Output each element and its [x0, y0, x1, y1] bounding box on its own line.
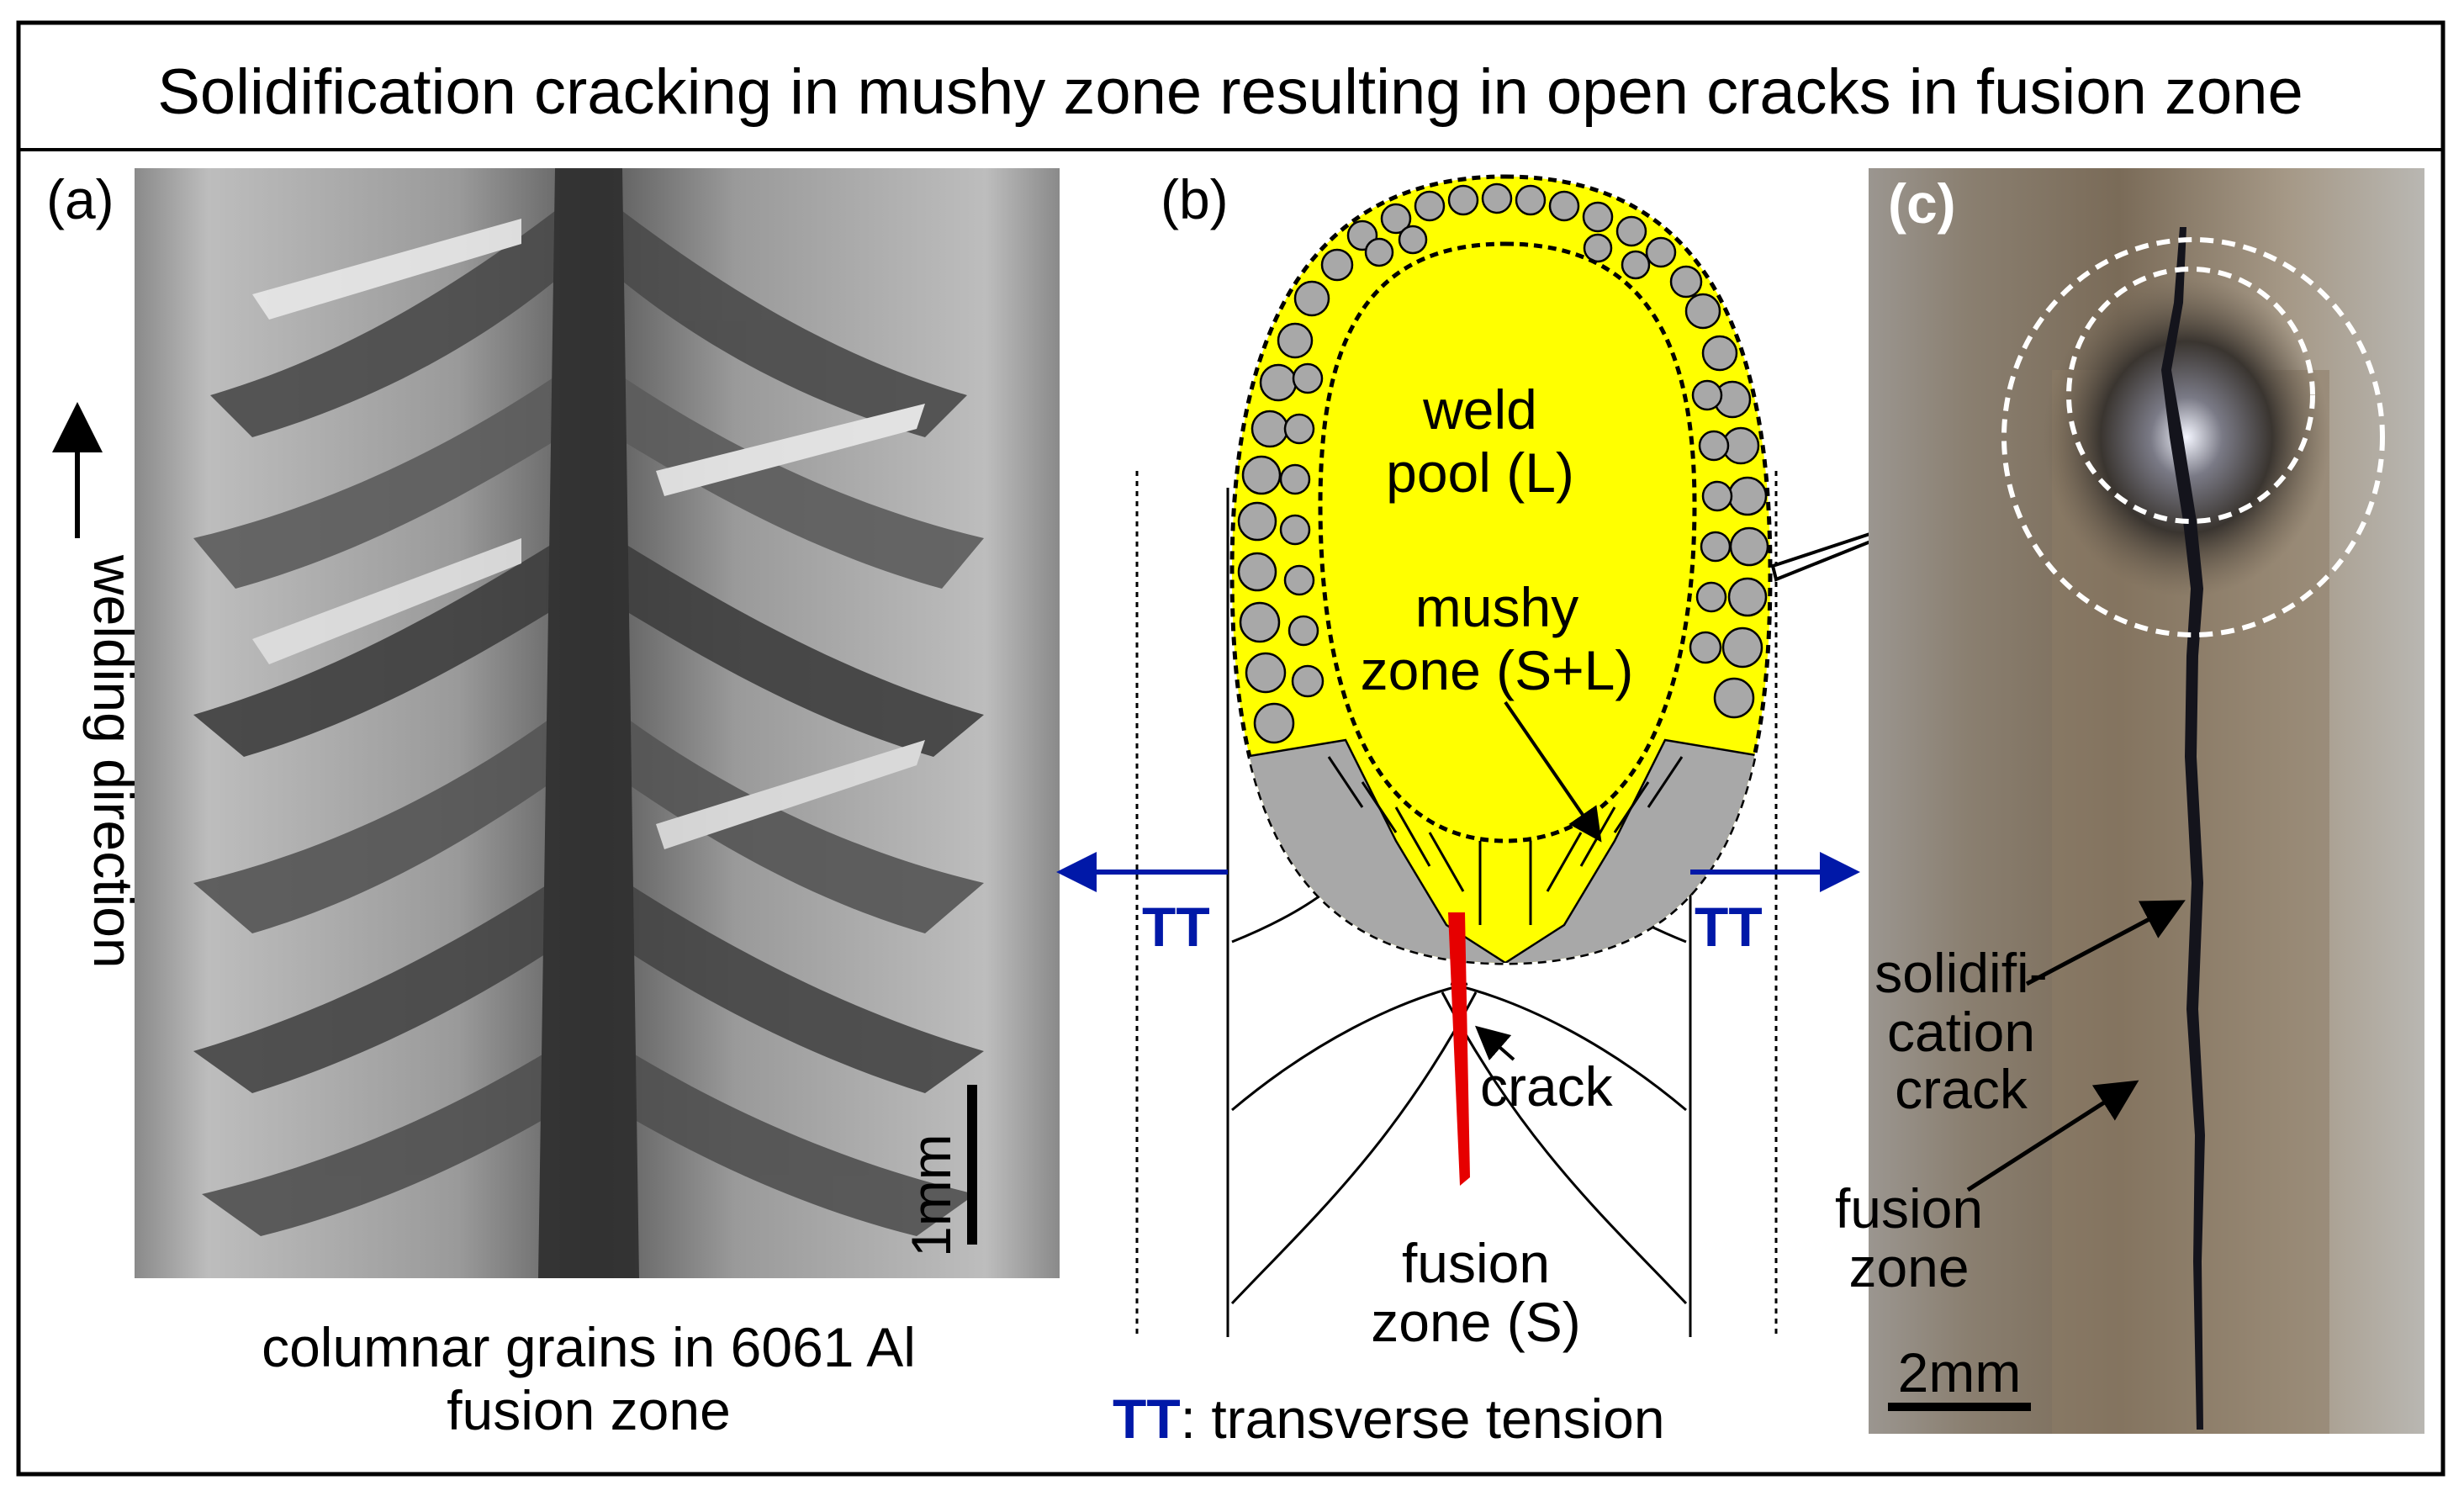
dendrite-fingers — [1327, 756, 1684, 925]
mushy-zone-grains — [1237, 182, 1769, 963]
panel-label-a: (a) — [46, 168, 114, 230]
tt-label-right: TT — [1695, 896, 1763, 958]
weld-pool — [1318, 241, 1697, 843]
zoom-ellipse-outer — [2001, 237, 2385, 637]
weld-pool-label-line1: weld — [1422, 378, 1537, 441]
crater-spot — [2044, 278, 2329, 597]
fusion-zone-label-line1: fusion — [1402, 1232, 1550, 1294]
panel-label-c: (c) — [1888, 172, 1956, 235]
tt-label-left: TT — [1142, 896, 1210, 958]
crack-label-c-line3: crack — [1895, 1058, 2028, 1120]
panel-b: (b) — [1056, 168, 2022, 1450]
crack-c — [2161, 227, 2205, 1430]
panel-a: (a) welding direction 1mm columnar grain… — [46, 168, 1060, 1441]
mushy-zone-label-line1: mushy — [1415, 576, 1578, 638]
fusion-zone-c-line2: zone — [1848, 1236, 1969, 1298]
scale-bar-c-label: 2mm — [1898, 1341, 2022, 1403]
caption-a-line2: fusion zone — [447, 1379, 731, 1441]
weld-pool-label-line2: pool (L) — [1386, 441, 1574, 504]
tt-legend-text: : transverse tension — [1181, 1388, 1665, 1450]
fusion-pointer-c — [1966, 1080, 2139, 1192]
crack-label-c-line2: cation — [1887, 1001, 2035, 1063]
caption-a-line1: columnar grains in 6061 Al — [262, 1316, 916, 1378]
crack-pointer-b — [1474, 1025, 1515, 1061]
fusion-zone-label-line2: zone (S) — [1371, 1291, 1580, 1353]
tt-legend: TT: transverse tension — [1113, 1388, 1665, 1450]
scale-bar-a-label: 1mm — [900, 1134, 962, 1257]
scale-bar-c — [1888, 1403, 2031, 1411]
zoom-ellipse-inner — [2066, 267, 2315, 524]
tt-legend-abbrev: TT — [1113, 1388, 1181, 1450]
crack-label-b: crack — [1480, 1055, 1614, 1118]
mushy-zone-label-line2: zone (S+L) — [1361, 639, 1634, 701]
mushy-zone-pointer — [1504, 700, 1602, 843]
figure-frame — [16, 20, 2445, 1477]
welding-direction-label: welding direction — [82, 554, 145, 969]
panel-c: (c) solidifi- cation crack fusion zone 2… — [1835, 168, 2424, 1434]
crack-label-c-line1: solidifi- — [1874, 942, 2047, 1004]
crack-b — [1448, 912, 1470, 1186]
panel-label-b: (b) — [1161, 168, 1229, 230]
crack-pointer-c — [2025, 900, 2186, 986]
fusion-zone-c-line1: fusion — [1835, 1177, 1983, 1240]
figure-title: Solidification cracking in mushy zone re… — [157, 56, 2303, 128]
scale-bar-a — [967, 1085, 977, 1245]
columnar-grain-texture — [193, 168, 984, 1278]
